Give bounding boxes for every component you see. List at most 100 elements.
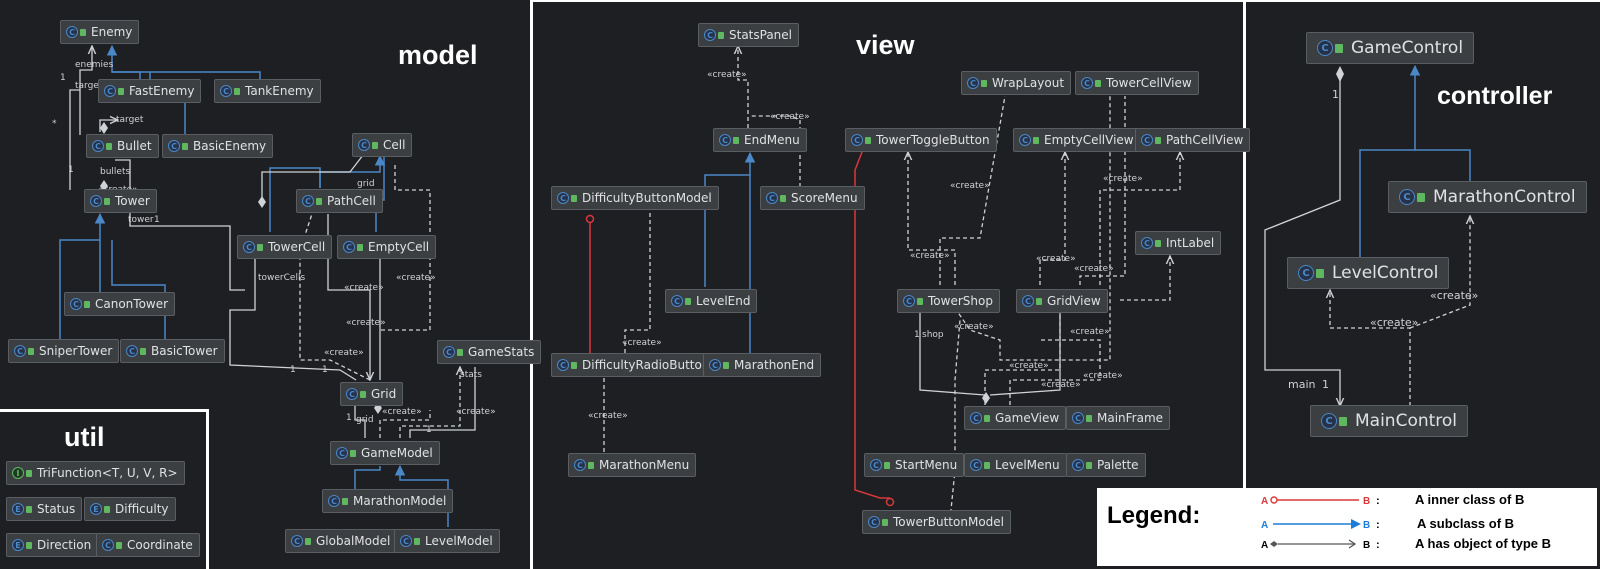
pin-icon <box>372 141 378 149</box>
edge-label-create-o: «create» <box>1074 264 1114 274</box>
legend-inner-b: B <box>1363 496 1370 507</box>
class-icon: C <box>358 139 370 151</box>
edge-label-stats: stats <box>460 370 482 380</box>
class-icon: C <box>1317 40 1333 56</box>
class-name: LevelModel <box>425 534 493 548</box>
edge-label-create-k: «create» <box>950 181 990 191</box>
pin-icon <box>1086 461 1092 469</box>
pin-icon <box>257 243 263 251</box>
pin-icon <box>884 461 890 469</box>
edge-label-one-9: 1 <box>1332 88 1339 101</box>
class-name: PathCellView <box>1166 133 1244 147</box>
class-icon: C <box>671 295 683 307</box>
legend-has-a: A <box>1261 540 1268 551</box>
class-node-towerbuttonmodel[interactable]: C TowerButtonModel <box>862 510 1011 534</box>
class-name: EmptyCell <box>368 240 430 254</box>
panel-title-util: util <box>64 422 105 452</box>
pin-icon <box>457 348 463 356</box>
pin-icon <box>305 537 311 545</box>
pin-icon <box>1335 43 1343 53</box>
class-icon: C <box>66 26 78 38</box>
class-name: CanonTower <box>95 297 169 311</box>
class-name: Difficulty <box>115 502 169 516</box>
class-icon: C <box>1019 134 1031 146</box>
controller-association-lines <box>1264 70 1340 406</box>
edge-label-create-r: «create» <box>1009 361 1049 371</box>
pin-icon <box>1033 136 1039 144</box>
panel-title-model: model <box>398 40 478 70</box>
edge-label-bullets: bullets <box>100 167 130 177</box>
pin-icon <box>84 300 90 308</box>
class-name: TowerButtonModel <box>893 515 1004 529</box>
legend: Legend: A B : A : A B : A inner class of… <box>1097 488 1597 566</box>
class-node-coordinate[interactable]: C Coordinate <box>96 533 200 557</box>
panel-title-view: view <box>856 30 915 60</box>
class-name: MainFrame <box>1097 411 1164 425</box>
class-name: Coordinate <box>127 538 193 552</box>
class-name: TriFunction<T, U, V, R> <box>37 466 178 480</box>
legend-inner-text: A inner class of B <box>1415 492 1525 507</box>
pin-icon <box>182 142 188 150</box>
class-icon: C <box>443 346 455 358</box>
panel-title-controller: controller <box>1437 82 1553 110</box>
edge-label-one-10: 1 <box>1322 378 1329 391</box>
class-icon: C <box>868 516 880 528</box>
class-name: DifficultyButtonModel <box>582 191 712 205</box>
class-name: Grid <box>371 387 397 401</box>
class-icon: C <box>102 539 114 551</box>
edge-label-create-c: «create» <box>346 318 386 328</box>
edge-label-create-n: «create» <box>1036 254 1076 264</box>
pin-icon <box>1339 416 1347 426</box>
legend-sub-b: B <box>1363 520 1370 531</box>
class-name: Palette <box>1097 458 1139 472</box>
